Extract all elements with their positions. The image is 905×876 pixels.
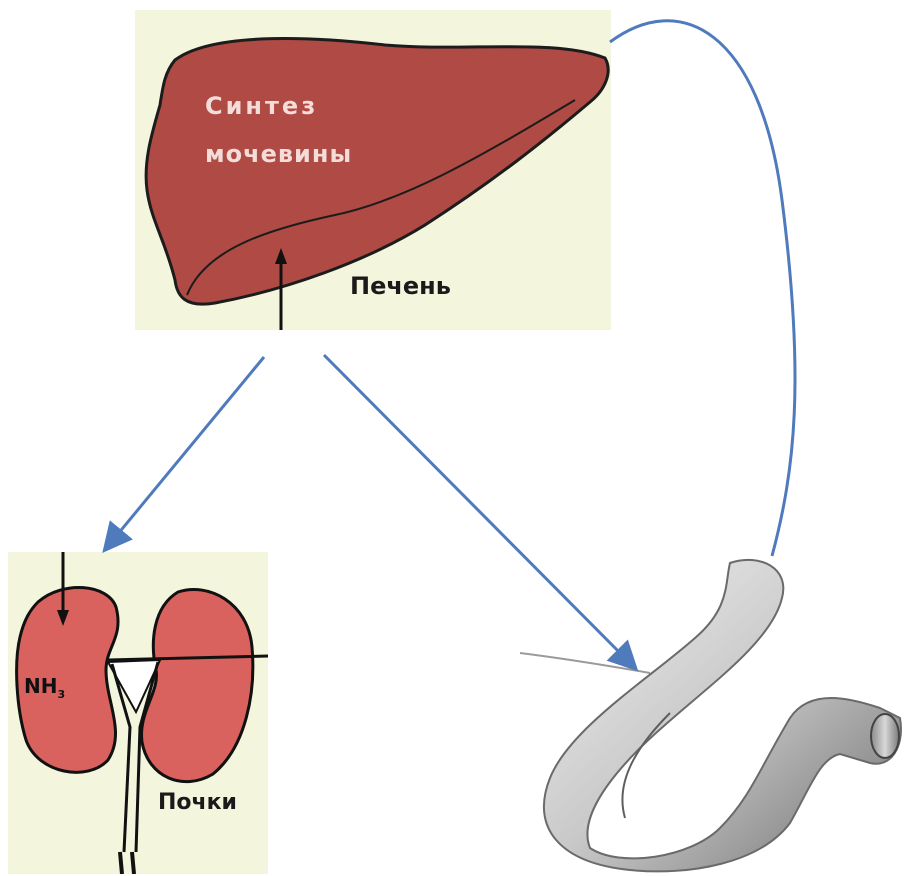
nh3-label: NH3 [24, 674, 65, 701]
kidneys-label: Почки [158, 790, 237, 815]
intestine-illustration [520, 558, 905, 876]
urea-synthesis-label-line1: Синтез [205, 92, 318, 120]
liver-label: Печень [350, 272, 451, 300]
intestine-to-liver-arrow [610, 21, 795, 556]
urea-synthesis-label-line2: мочевины [205, 140, 352, 168]
right-kidney [142, 589, 253, 781]
intestine-end [871, 714, 899, 758]
liver-to-kidneys-arrow [108, 357, 264, 546]
intestine-panel [520, 558, 905, 876]
intestine-outline-line [520, 653, 650, 673]
kidney-panel: NH3 Почки [8, 552, 268, 874]
liver-panel: Синтез мочевины Печень [135, 10, 611, 330]
kidneys-illustration [8, 552, 268, 874]
intestine-tube [544, 560, 901, 871]
nh3-text: NH [24, 674, 57, 698]
urethra [120, 852, 134, 874]
nh3-subscript: 3 [57, 688, 65, 701]
liver-shape [146, 38, 608, 304]
